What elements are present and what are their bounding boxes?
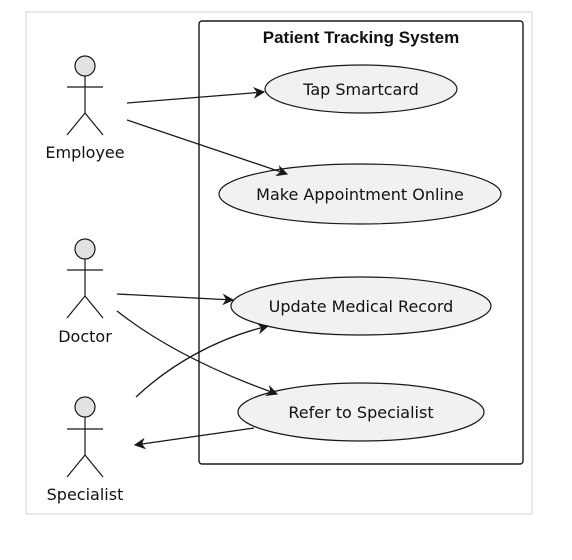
association-employee-make-appointment [126,119,289,177]
stick-figure-icon [66,238,104,319]
association-refer-specialist-to-specialist [133,427,255,450]
stick-figure-icon [66,55,104,136]
use-case-refer-specialist[interactable]: Refer to Specialist [237,382,485,442]
use-case-tap-smartcard[interactable]: Tap Smartcard [264,64,458,114]
actor-doctor[interactable]: Doctor [58,238,112,346]
use-case-label: Tap Smartcard [302,80,419,99]
association-employee-tap-smartcard [126,87,266,104]
system-boundary [198,20,524,465]
actor-employee[interactable]: Employee [45,55,125,162]
actor-specialist[interactable]: Specialist [47,396,124,504]
association-specialist-update-record [135,322,270,398]
stick-figure-icon [66,396,104,478]
use-case-label: Make Appointment Online [256,185,464,204]
system-title: Patient Tracking System [263,28,460,47]
use-case-label: Refer to Specialist [288,403,433,422]
use-case-update-record[interactable]: Update Medical Record [230,276,492,336]
actor-label: Doctor [58,327,112,346]
association-doctor-update-record [116,293,235,306]
actor-label: Employee [45,143,124,162]
use-case-make-appointment[interactable]: Make Appointment Online [218,163,502,225]
actor-label: Specialist [47,485,124,504]
use-case-label: Update Medical Record [269,297,454,316]
